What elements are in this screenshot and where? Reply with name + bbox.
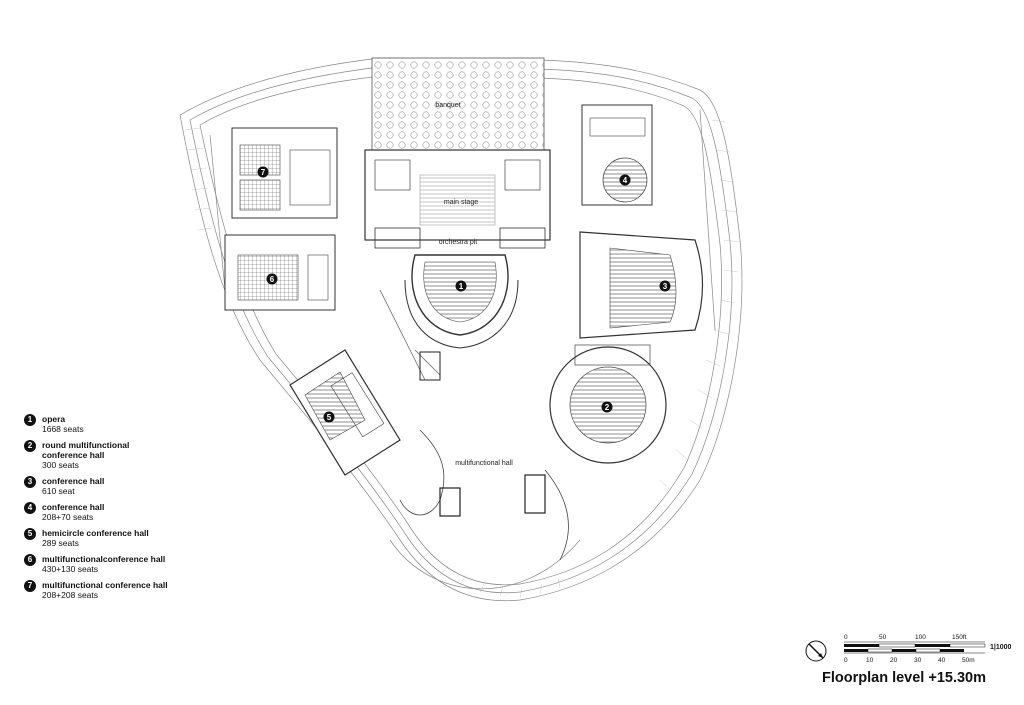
legend-number: 6 [24, 554, 36, 566]
marker-1: 1 [455, 280, 467, 292]
marker-4: 4 [619, 174, 631, 186]
legend-number: 4 [24, 502, 36, 514]
m-tick-40: 40 [938, 657, 946, 664]
marker-6: 6 [266, 273, 278, 285]
plan-title: Floorplan level +15.30m [822, 670, 987, 686]
legend-seat-count: 1668 seats [42, 424, 84, 434]
roof-hatch [184, 119, 741, 599]
legend-seat-count: 430+130 seats [42, 564, 99, 574]
legend-number: 3 [24, 476, 36, 488]
legend-seat-count: 300 seats [42, 460, 79, 470]
legend-seat-count: 208+208 seats [42, 590, 99, 600]
scale-ft: 0 50 100 150ft [844, 634, 986, 648]
marker-3: 3 [659, 280, 671, 292]
banquet-label: banquet [435, 102, 460, 109]
legend-seat-count: 289 seats [42, 538, 79, 548]
marker-5: 5 [323, 411, 335, 423]
hall-5-block [289, 349, 401, 476]
multifunctional-hall-label: multifunctional hall [455, 460, 513, 467]
svg-text:1: 1 [459, 282, 464, 291]
main-stage-label: main stage [444, 199, 478, 206]
legend-hall-name: round multifunctional conference hall [42, 440, 130, 460]
hall-4-block [581, 104, 653, 206]
hall-7-block [231, 127, 338, 219]
banquet-area: banquet [371, 57, 545, 154]
hall-markers: 1 2 3 4 5 6 7 [257, 166, 671, 423]
legend-hall-name: multifunctionalconference hall [42, 554, 166, 564]
ft-tick-150: 150ft [952, 634, 967, 641]
svg-text:7: 7 [261, 168, 266, 177]
opera-hall [404, 254, 519, 349]
m-tick-10: 10 [866, 657, 874, 664]
m-tick-30: 30 [914, 657, 922, 664]
legend-number: 2 [24, 440, 36, 452]
legend-hall-name: opera [42, 414, 66, 424]
m-tick-50m: 50m [962, 657, 975, 664]
multifunctional-hall: multifunctional hall [379, 289, 569, 561]
north-arrow-icon [805, 640, 827, 662]
ft-tick-50: 50 [879, 634, 887, 641]
scale-bar: 0 50 100 150ft 0 10 20 30 40 50m [800, 630, 1015, 700]
legend-seat-count: 610 seat [42, 486, 75, 496]
legend-number: 1 [24, 414, 36, 426]
legend-hall-name: conference hall [42, 476, 105, 486]
m-tick-0: 0 [844, 657, 848, 664]
hall-6-block [224, 234, 336, 311]
svg-text:2: 2 [605, 403, 610, 412]
legend-hall-name: multifunctional conference hall [42, 580, 168, 590]
legend-hall-name: hemicircle conference hall [42, 528, 149, 538]
scale-ratio: 1|1000 [990, 644, 1012, 651]
main-stage-block: main stage orchestra pit [364, 149, 551, 249]
legend-seat-count: 208+70 seats [42, 512, 94, 522]
ft-tick-100: 100 [915, 634, 926, 641]
marker-2: 2 [601, 401, 613, 413]
m-tick-20: 20 [890, 657, 898, 664]
hall-3-block [579, 231, 704, 339]
svg-text:6: 6 [270, 275, 275, 284]
legend-number: 5 [24, 528, 36, 540]
marker-7: 7 [257, 166, 269, 178]
orchestra-pit-label: orchestra pit [439, 239, 478, 246]
scale-m: 0 10 20 30 40 50m [844, 648, 985, 664]
ft-tick-0: 0 [844, 634, 848, 641]
svg-text:3: 3 [663, 282, 668, 291]
svg-text:5: 5 [327, 413, 332, 422]
legend-number: 7 [24, 580, 36, 592]
legend-hall-name: conference hall [42, 502, 105, 512]
svg-text:4: 4 [623, 176, 628, 185]
